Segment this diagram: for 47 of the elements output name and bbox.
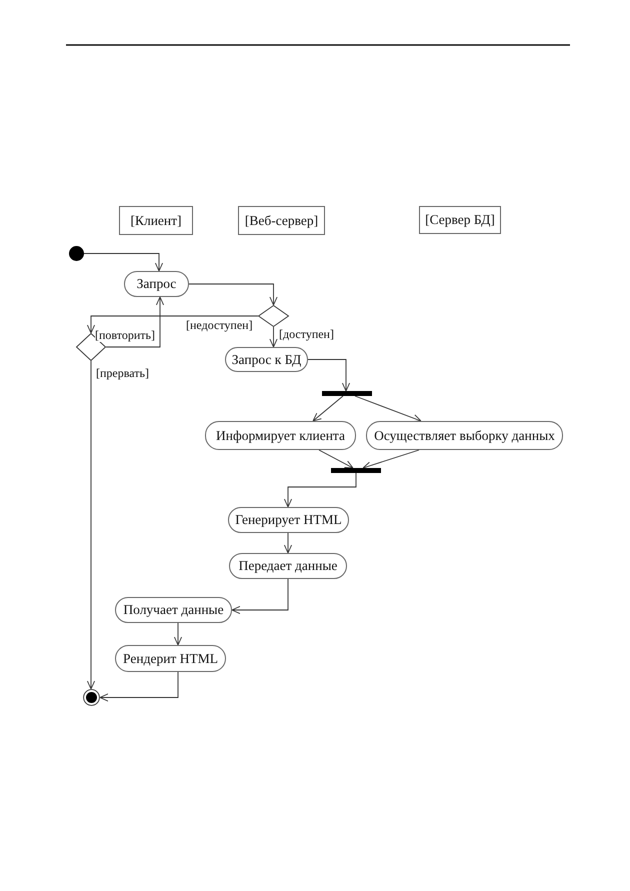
flow-arrow xyxy=(86,360,96,690)
flow-arrow xyxy=(86,316,258,334)
initial-node-icon xyxy=(69,246,84,261)
flow-arrow xyxy=(284,532,292,554)
flow-arrow xyxy=(84,253,164,272)
guard-label: [доступен] xyxy=(279,328,334,341)
flow-arrow xyxy=(354,396,422,422)
flow-arrow xyxy=(312,396,344,422)
guard-label: [прервать] xyxy=(96,367,149,380)
flow-arrow xyxy=(232,578,288,614)
swimlane-header xyxy=(238,206,325,235)
flow-arrow xyxy=(308,359,350,392)
guard-label: [повторить] xyxy=(95,329,156,342)
activity-node xyxy=(229,553,347,579)
flow-arrow xyxy=(284,472,356,508)
lane-title: [Сервер БД] xyxy=(425,213,495,227)
flow-arrow xyxy=(106,296,164,348)
activity-label: Запрос xyxy=(136,277,176,291)
activity-label: Осуществляет выборку данных xyxy=(374,428,555,442)
activity-node xyxy=(124,271,189,297)
swimlane-header xyxy=(119,206,193,235)
final-node-icon xyxy=(83,689,100,706)
activity-node xyxy=(228,507,349,533)
decision-diamond xyxy=(258,305,289,327)
flow-arrow xyxy=(362,450,420,470)
activity-node xyxy=(225,347,308,372)
activity-label: Рендерит HTML xyxy=(123,652,218,666)
activity-label: Запрос к БД xyxy=(232,352,302,366)
activity-node xyxy=(115,597,232,623)
flow-arrow xyxy=(188,284,278,306)
activity-label: Передает данные xyxy=(238,559,338,573)
flow-arrow xyxy=(174,622,182,646)
join-bar xyxy=(331,468,381,473)
activity-node xyxy=(115,645,226,672)
activity-node xyxy=(205,421,356,450)
lane-title: [Веб-сервер] xyxy=(244,214,318,228)
swimlane-header xyxy=(419,206,501,234)
activity-label: Информирует клиента xyxy=(216,428,345,442)
flow-arrow xyxy=(269,326,278,348)
guard-label: [недоступен] xyxy=(186,319,253,332)
fork-bar xyxy=(322,391,372,396)
activity-node xyxy=(366,421,563,450)
activity-label: Получает данные xyxy=(123,603,224,617)
activity-label: Генерирует HTML xyxy=(235,513,342,527)
flow-arrow xyxy=(318,450,354,468)
flow-arrow xyxy=(100,672,178,702)
lane-title: [Клиент] xyxy=(130,214,182,228)
